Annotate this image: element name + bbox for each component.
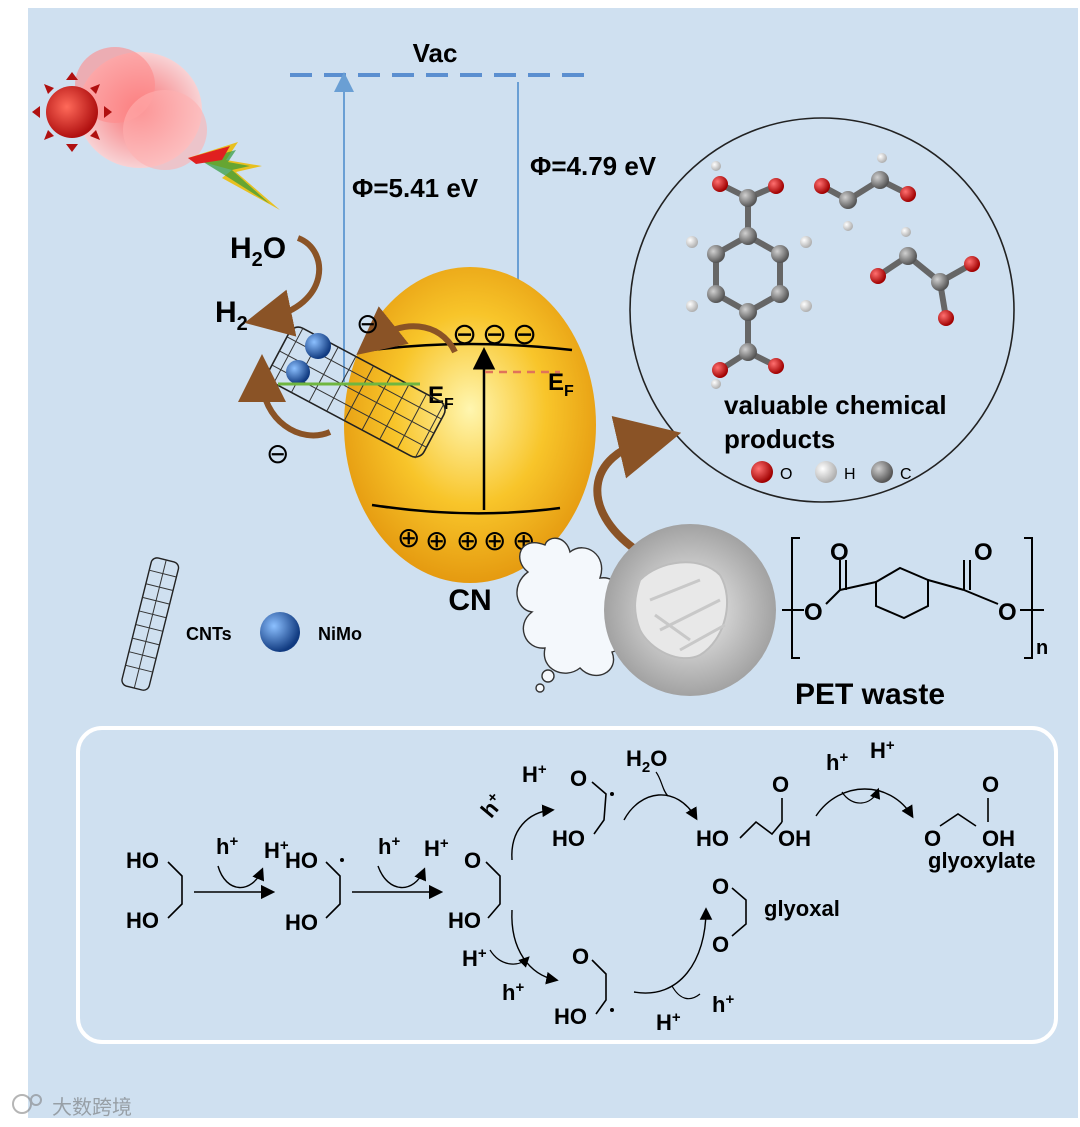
cnt-legend-icon — [121, 557, 180, 691]
pet-o-ester-left: O — [804, 599, 823, 626]
water-label: H2O — [626, 746, 667, 776]
glycolaldehyde-o: O — [464, 848, 481, 873]
ox-hole: h+ — [826, 749, 848, 775]
ox-proton: H+ — [870, 737, 895, 763]
glyoxylate-o: O — [924, 826, 941, 851]
glyoxal-step-proton: H+ — [656, 1009, 681, 1035]
glycolic-o: O — [772, 772, 789, 797]
pet-waste-label: PET waste — [795, 678, 945, 711]
glyoxal-step-hole: h+ — [712, 991, 734, 1017]
glyoxylate-oh: OH — [982, 826, 1015, 851]
lower-proton: H+ — [462, 945, 487, 971]
oxygen-atom-swatch — [751, 461, 773, 483]
atom-h-label: H — [844, 466, 856, 483]
vb-hole-2: ⊕ — [425, 525, 448, 556]
vb-hole-4: ⊕ — [483, 525, 506, 556]
vb-hole-3: ⊕ — [456, 525, 479, 556]
watermark: 大数跨境 — [12, 1094, 132, 1119]
step1-proton: H+ — [264, 837, 289, 863]
hydrogen-atom-swatch — [815, 461, 837, 483]
ef-label-right: EF — [548, 369, 574, 400]
glycolic-ho: HO — [696, 826, 729, 851]
phi-left-label: Φ=5.41 eV — [352, 173, 479, 203]
cnts-legend-label: CNTs — [186, 624, 232, 644]
glyoxal-o-bottom: O — [712, 932, 729, 957]
lower-hole: h+ — [502, 979, 524, 1005]
eg-ho-top: HO — [126, 848, 159, 873]
aldehyde-radical-o: O — [572, 944, 589, 969]
pet-waste-photo — [604, 524, 776, 696]
vb-hole-1: ⊕ — [397, 522, 420, 553]
cnt-electron: ⊖ — [266, 438, 289, 469]
pet-o-top-right: O — [974, 539, 993, 566]
products-label-line2: products — [724, 424, 835, 454]
aldehyde-radical-ho: HO — [554, 1004, 587, 1029]
terephthalic-acid-model — [686, 161, 812, 389]
nimo-legend-label: NiMo — [318, 624, 362, 644]
sun-icon — [32, 47, 207, 170]
cb-electron-1: ⊖ — [452, 318, 477, 351]
eg-ho-bottom: HO — [126, 908, 159, 933]
cnt-electron-arrow — [238, 354, 332, 439]
mechanism-panel — [76, 726, 1058, 1044]
acyl-ho: HO — [552, 826, 585, 851]
lightning-icon — [188, 142, 280, 210]
valence-band — [371, 503, 561, 515]
h2o-label: H2O — [230, 232, 286, 271]
glycolaldehyde-ho: HO — [448, 908, 481, 933]
phi-right-label: Φ=4.79 eV — [530, 151, 657, 181]
nimo-particle-2 — [286, 360, 310, 384]
pet-o-ester-right: O — [998, 599, 1017, 626]
step2-hole: h+ — [378, 833, 400, 859]
glycolic-oh: OH — [778, 826, 811, 851]
glyoxylate-o-top: O — [982, 772, 999, 797]
glyoxal-label: glyoxal — [764, 896, 840, 921]
pet-o-top-left: O — [830, 539, 849, 566]
nimo-legend-icon — [260, 612, 300, 652]
cb-electron-2: ⊖ — [482, 318, 507, 351]
step2-proton: H+ — [424, 835, 449, 861]
watermark-logo-icon — [12, 1094, 32, 1114]
acyl-o: O — [570, 766, 587, 791]
h2-label: H2 — [215, 296, 248, 335]
pet-structure — [782, 537, 1044, 659]
glyoxal-model — [814, 153, 916, 231]
nimo-particle-1 — [305, 333, 331, 359]
products-circle — [629, 117, 1015, 503]
upcycling-arrow — [593, 416, 682, 554]
cb-electrons: ⊖ ⊖ ⊖ — [452, 318, 537, 351]
vb-holes: ⊕ ⊕ ⊕ ⊕ ⊕ — [397, 522, 535, 556]
upper-proton: H+ — [522, 761, 547, 787]
thought-cloud — [516, 537, 627, 693]
transferred-electron: ⊖ — [356, 308, 379, 339]
cn-label: CN — [448, 584, 491, 617]
glyoxylic-acid-model — [870, 227, 980, 326]
vac-label: Vac — [413, 38, 458, 68]
carbon-atom-swatch — [871, 461, 893, 483]
radical-ho-top: HO — [285, 848, 318, 873]
electron-transfer-arrow — [356, 306, 458, 355]
watermark-text: 大数跨境 — [52, 1096, 132, 1119]
step1-hole: h+ — [216, 833, 238, 859]
glyoxylate-label: glyoxylate — [928, 848, 1036, 873]
cb-electron-3: ⊖ — [512, 318, 537, 351]
ef-label-left: EF — [428, 382, 454, 413]
water-reduction-arrow — [244, 235, 323, 337]
pet-repeat-n: n — [1036, 637, 1048, 659]
atom-legend: O H C — [751, 461, 912, 483]
atom-o-label: O — [780, 466, 792, 483]
mechanism-scheme: HO HO h+ H+ HO HO h+ H+ O HO h+ H+ O HO … — [126, 737, 1036, 1035]
products-label-line1: valuable chemical — [724, 390, 947, 420]
atom-c-label: C — [900, 466, 912, 483]
radical-ho-bottom: HO — [285, 910, 318, 935]
glyoxal-o-top: O — [712, 874, 729, 899]
